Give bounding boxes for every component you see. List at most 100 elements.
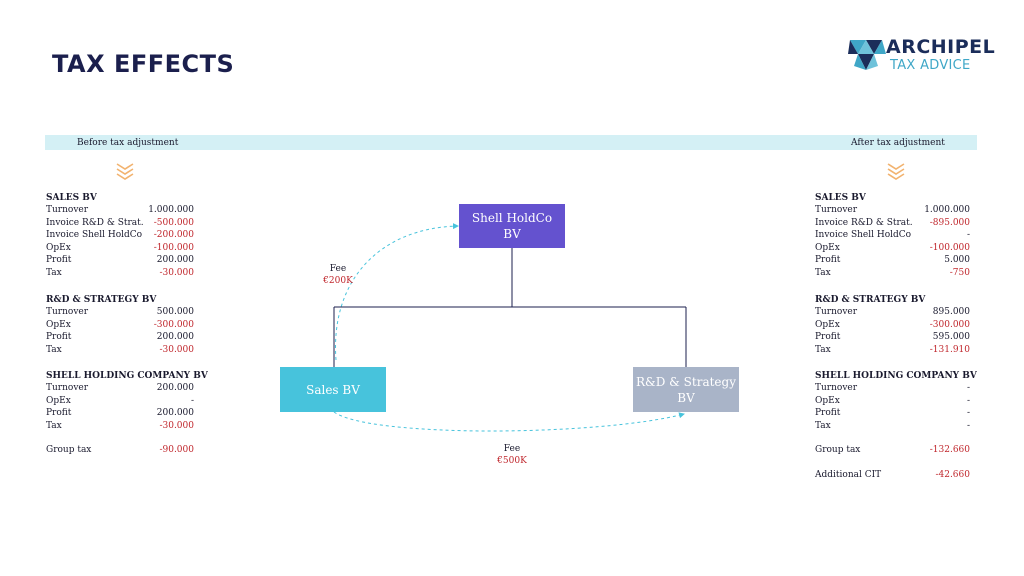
- row-label: Invoice R&D & Strat.: [46, 217, 144, 228]
- group-tax-row: Group tax-132.660: [815, 444, 970, 457]
- table-row: Profit -: [815, 407, 970, 420]
- fee-text: Fee: [503, 444, 521, 454]
- table-row: Invoice Shell HoldCo-: [815, 229, 970, 242]
- row-value: 200.000: [156, 332, 194, 343]
- fee-arrow-holdco: [335, 223, 459, 361]
- fee-amount: €500K: [497, 456, 527, 466]
- group-tax-row: Group tax -90.000: [46, 444, 194, 457]
- fee-amount: €200K: [323, 276, 353, 286]
- row-label: Tax: [46, 420, 62, 431]
- section-heading: SHELL HOLDING COMPANY BV: [815, 371, 977, 381]
- chevron-down-icon: [887, 163, 905, 180]
- additional-cit-row: Additional CIT-42.660: [815, 469, 970, 482]
- table-row: Tax-30.000: [46, 420, 194, 433]
- row-value: -: [966, 420, 970, 431]
- fee-text: Fee: [329, 264, 347, 274]
- row-label: Turnover: [46, 383, 89, 393]
- row-value: 595.000: [932, 332, 970, 343]
- row-label: Profit: [46, 332, 72, 343]
- table-row: Tax-30.000: [46, 267, 194, 280]
- table-row: Profit 200.000: [46, 254, 194, 267]
- table-row: OpEx-300.000: [815, 319, 970, 332]
- section-heading: R&D & STRATEGY BV: [815, 295, 926, 305]
- row-label: Turnover: [815, 307, 858, 317]
- table-row: Invoice R&D & Strat.-895.000: [815, 217, 970, 230]
- section-heading: R&D & STRATEGY BV: [46, 295, 157, 305]
- row-value: -90.000: [159, 445, 194, 456]
- row-label: Profit: [815, 332, 841, 343]
- ownership-line: [333, 248, 687, 367]
- row-value: -100.000: [929, 242, 970, 253]
- row-label: Tax: [815, 267, 831, 278]
- box-label: R&D & Strategy: [636, 374, 736, 389]
- header-band: [45, 135, 977, 150]
- table-row: Tax -: [815, 420, 970, 433]
- row-label: Turnover: [815, 205, 858, 215]
- row-label: OpEx: [815, 319, 840, 330]
- before-label: Before tax adjustment: [77, 138, 179, 148]
- row-value: -300.000: [153, 319, 194, 330]
- row-label: Tax: [815, 420, 831, 431]
- row-value: -200.000: [153, 230, 194, 241]
- table-row: Invoice Shell HoldCo -200.000: [46, 229, 194, 242]
- box-label: Shell HoldCo: [471, 211, 553, 225]
- row-label: Profit: [815, 408, 841, 419]
- fee-label-bottom: Fee €500K: [492, 443, 532, 467]
- sales-bv-box: Sales BV: [280, 367, 386, 412]
- row-label: OpEx: [46, 395, 71, 406]
- row-value: 200.000: [156, 255, 194, 266]
- row-label: Tax: [815, 344, 831, 355]
- row-value: -: [966, 408, 970, 419]
- row-value: 500.000: [156, 307, 194, 317]
- row-value: -30.000: [159, 344, 194, 355]
- row-label: Tax: [46, 267, 62, 278]
- row-label: OpEx: [46, 319, 71, 330]
- row-label: Invoice Shell HoldCo: [46, 230, 143, 241]
- table-row: OpEx-: [815, 395, 970, 408]
- row-label: OpEx: [815, 395, 840, 406]
- row-value: -131.910: [929, 344, 970, 355]
- section-heading: SALES BV: [46, 193, 97, 203]
- after-shell-panel: SHELL HOLDING COMPANY BV Turnover- OpEx-…: [815, 370, 977, 482]
- row-value: -42.660: [935, 469, 970, 480]
- table-row: Profit 595.000: [815, 331, 970, 344]
- logo-main-text: ARCHIPEL: [886, 36, 996, 58]
- row-label: OpEx: [46, 242, 71, 253]
- table-row: Tax-30.000: [46, 344, 194, 357]
- row-value: 200.000: [156, 408, 194, 419]
- row-label: Invoice Shell HoldCo: [815, 230, 912, 241]
- row-label: Turnover: [815, 383, 858, 393]
- table-row: OpEx -100.000: [46, 242, 194, 255]
- row-label: Group tax: [815, 445, 861, 456]
- table-row: OpEx-: [46, 395, 194, 408]
- page-title: TAX EFFECTS: [52, 50, 235, 78]
- row-value: -100.000: [153, 242, 194, 253]
- table-row: Tax -750: [815, 267, 970, 280]
- row-label: Profit: [46, 255, 72, 266]
- row-value: 5.000: [944, 255, 970, 266]
- before-rnd-panel: R&D & STRATEGY BV Turnover 500.000 OpEx -3…: [46, 294, 194, 356]
- row-value: 1.000.000: [924, 205, 970, 215]
- triangle-logo-icon: [848, 40, 886, 70]
- table-row: Profit 200.000: [46, 331, 194, 344]
- table-row: OpEx -300.000: [46, 319, 194, 332]
- row-label: Invoice R&D & Strat.: [815, 217, 913, 228]
- table-row: Turnover 1.000.000: [815, 204, 970, 217]
- table-row: Profit 200.000: [46, 407, 194, 420]
- row-label: Profit: [46, 408, 72, 419]
- fee-arrow-rnd: [333, 411, 685, 432]
- row-label: Turnover: [46, 307, 89, 317]
- logo-sub-text: TAX ADVICE: [890, 58, 971, 73]
- row-label: Group tax: [46, 445, 92, 456]
- after-label: After tax adjustment: [851, 138, 945, 148]
- row-value: -750: [949, 267, 970, 278]
- section-heading: SHELL HOLDING COMPANY BV: [46, 371, 208, 381]
